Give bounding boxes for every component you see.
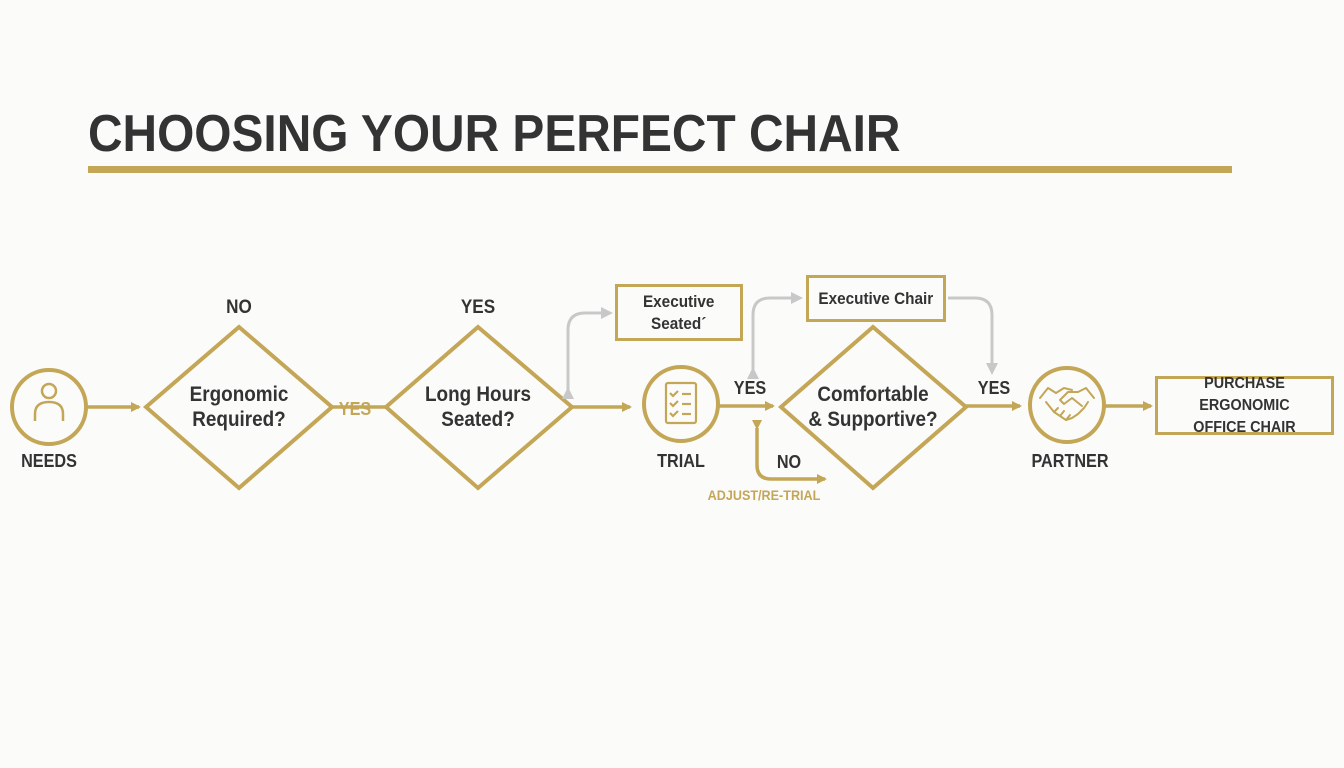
ergonomic-question: Ergonomic Required? bbox=[189, 383, 289, 431]
trial-yes-label: YES bbox=[733, 378, 767, 398]
executive-chair-box: Executive Chair bbox=[806, 275, 946, 322]
partner-node bbox=[1028, 366, 1106, 444]
checklist-icon bbox=[664, 381, 698, 425]
connector-longhours-executive-seated bbox=[562, 307, 613, 399]
handshake-icon bbox=[1039, 387, 1095, 421]
longhours-diamond bbox=[382, 324, 576, 491]
comfortable-yes-label: YES bbox=[977, 378, 1011, 398]
needs-node bbox=[10, 368, 88, 446]
connector-executive-chair-to-yes bbox=[948, 296, 998, 375]
loop-adjust-retrial bbox=[752, 420, 827, 484]
longhours-yes-label: YES bbox=[460, 297, 496, 318]
comfortable-question: Comfortable & Supportive? bbox=[808, 383, 938, 431]
connector-trial-executive-chair bbox=[747, 292, 803, 379]
purchase-box: PURCHASE ERGONOMIC OFFICE CHAIR bbox=[1155, 375, 1334, 436]
executive-seated-box: Executive Seated´ bbox=[615, 284, 743, 341]
needs-label: NEEDS bbox=[21, 451, 77, 471]
trial-label: TRIAL bbox=[657, 451, 705, 471]
longhours-question: Long Hours Seated? bbox=[424, 383, 532, 431]
trial-node bbox=[642, 365, 720, 443]
person-icon bbox=[33, 382, 65, 421]
partner-label: PARTNER bbox=[1031, 451, 1109, 471]
title-underline bbox=[88, 166, 1232, 173]
ergonomic-diamond bbox=[142, 324, 336, 491]
comfortable-diamond bbox=[777, 324, 970, 491]
ergonomic-yes-label: YES bbox=[338, 399, 372, 419]
ergonomic-no-label: NO bbox=[226, 297, 252, 318]
comfortable-no-label: NO bbox=[776, 452, 802, 472]
page-title: CHOOSING YOUR PERFECT CHAIR bbox=[88, 105, 901, 163]
adjust-retrial-label: ADJUST/RE-TRIAL bbox=[707, 487, 821, 503]
